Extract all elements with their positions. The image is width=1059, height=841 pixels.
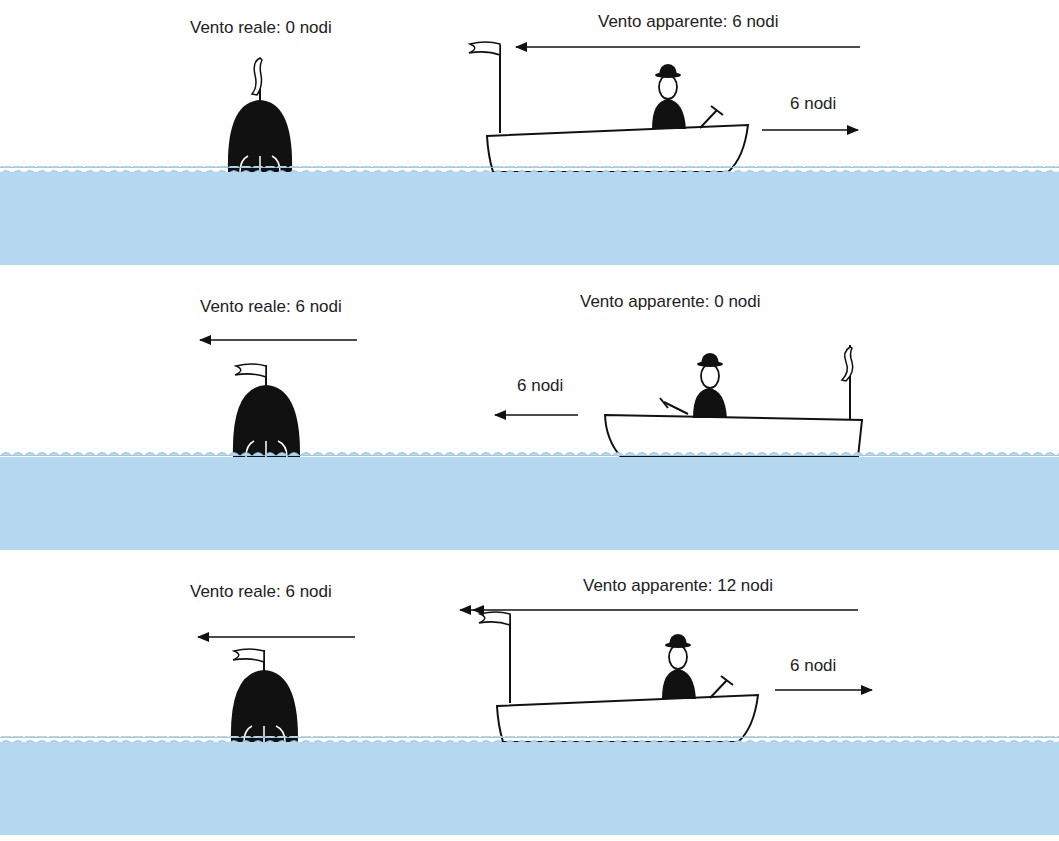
buoy-body bbox=[233, 385, 300, 457]
speed-arrow bbox=[775, 689, 872, 691]
person-body bbox=[693, 388, 727, 418]
person-head bbox=[659, 75, 677, 99]
boat bbox=[479, 612, 758, 742]
mast bbox=[499, 45, 501, 133]
speed-label: 6 nodi bbox=[517, 376, 563, 396]
hull bbox=[605, 415, 862, 457]
wind-label: Vento reale: 6 nodi bbox=[200, 297, 342, 317]
wind-label: Vento reale: 0 nodi bbox=[190, 18, 332, 38]
buoy-body bbox=[228, 100, 292, 172]
person-body bbox=[652, 99, 686, 129]
tiller bbox=[700, 110, 717, 128]
waves bbox=[0, 166, 1059, 172]
water bbox=[0, 742, 1059, 835]
wind-arrow bbox=[198, 636, 355, 638]
double-arrowhead bbox=[472, 605, 484, 615]
wind-label: Vento apparente: 6 nodi bbox=[598, 12, 779, 32]
flag bbox=[842, 347, 853, 381]
buoy bbox=[228, 58, 292, 172]
wind-arrow bbox=[516, 46, 860, 48]
wind-label: Vento apparente: 0 nodi bbox=[580, 292, 761, 312]
buoy bbox=[233, 364, 300, 457]
waves bbox=[0, 451, 1059, 457]
speed-label: 6 nodi bbox=[790, 656, 836, 676]
person-head bbox=[701, 364, 719, 388]
flag bbox=[469, 42, 500, 55]
tiller-handle bbox=[660, 398, 668, 408]
wind-label: Vento reale: 6 nodi bbox=[190, 582, 332, 602]
tiller-handle bbox=[711, 106, 723, 115]
hat-crown bbox=[659, 64, 677, 75]
hull bbox=[487, 125, 748, 172]
speed-arrow bbox=[762, 129, 858, 131]
wind-arrow bbox=[200, 339, 357, 341]
waves bbox=[0, 736, 1059, 742]
boat bbox=[469, 42, 748, 172]
hat-crown bbox=[701, 353, 719, 364]
speed-label: 6 nodi bbox=[790, 94, 836, 114]
speed-arrow bbox=[495, 414, 578, 416]
buoy bbox=[231, 649, 298, 742]
boat bbox=[605, 345, 862, 457]
wind-label: Vento apparente: 12 nodi bbox=[583, 576, 773, 596]
flag bbox=[252, 58, 262, 95]
wind-arrow bbox=[460, 609, 858, 611]
water bbox=[0, 172, 1059, 265]
water bbox=[0, 457, 1059, 550]
flag bbox=[235, 364, 266, 377]
